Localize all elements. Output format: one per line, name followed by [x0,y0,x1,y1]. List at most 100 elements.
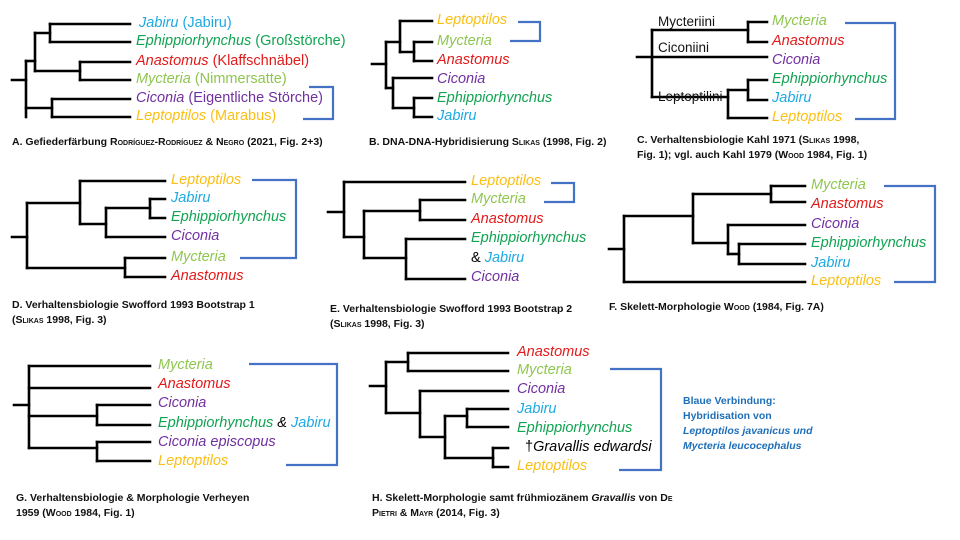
caption-c-line1: C. Verhaltensbiologie Kahl 1971 ( [637,134,803,146]
tree-a [10,22,132,119]
caption-c-author1: Slikas [802,134,831,146]
leaf-ephippiorhynchus: Ephippiorhynchus [171,208,286,226]
genus-name: Ephippiorhynchus [437,90,553,106]
leaf-ciconia: Ciconia [171,227,219,245]
leaf-mycteria: Mycteria [471,190,526,208]
caption-c-line2: Fig. 1); vgl. auch Kahl 1979 ( [637,149,779,161]
leaf-mycteria: Mycteria [811,176,866,194]
caption-a-ref: (2021, Fig. 2+3) [244,136,323,148]
caption-h-author1: De [660,492,673,504]
leaf-anastomus: Anastomus [171,267,244,285]
genus-name: Mycteria [517,362,572,378]
genus-name: Leptoptilos [772,109,843,125]
tree-h [368,351,510,469]
common-name: (Großstörche) [251,33,346,49]
genus-name: Ephippiorhynchus [158,415,274,431]
hybridization-note: Blaue Verbindung: Hybridisation von Lept… [683,394,813,454]
genus-name: Jabiru [291,415,331,431]
genus-name: Ciconia episcopus [158,434,276,450]
hybrid-connector-e [544,181,576,204]
genus-name: Leptoptilos [158,453,229,469]
genus-name: Mycteria [471,191,526,207]
hybrid-connector-f [884,184,937,284]
genus-name: Ephippiorhynchus [471,230,587,246]
caption-a: A. Gefiederfärbung Rodríguez-Rodríguez &… [12,135,323,150]
genus-name: Mycteria [772,13,827,29]
caption-c-year1: 1998, [830,134,860,146]
note-line2: Hybridisation von [683,410,772,422]
genus-name: Ciconia [471,269,520,285]
leaf-leptoptilos: Leptoptilos [471,172,541,190]
genus-name: Mycteria [437,33,492,49]
caption-b-ref: (1998, Fig. 2) [539,136,607,148]
leaf-jabiru: Jabiru [171,189,211,207]
hybrid-connector-h [610,367,663,472]
caption-g-ref: 1984, Fig. 1) [71,507,135,519]
leaf-jabiru: Jabiru [811,254,851,272]
tree-f [607,184,807,284]
caption-d: D. Verhaltensbiologie Swofford 1993 Boot… [12,298,255,328]
note-title: Blaue Verbindung: [683,395,776,407]
genus-name: Jabiru [517,401,557,417]
hybrid-connector-b [510,20,542,43]
genus-name: Ephippiorhynchus [171,209,287,225]
genus-name: Leptoptilos [437,12,508,28]
leaf-anastomus: Anastomus [772,32,845,50]
genus-name: Anastomus [158,376,231,392]
leaf-leptoptilos: Leptoptilos [772,108,842,126]
genus-name: Ciconia [437,71,486,87]
leaf-anastomus: Anastomus [811,195,884,213]
genus-name: Jabiru [171,190,211,206]
caption-f-ref: (1984, Fig. 7A) [749,301,824,313]
tree-c [635,20,769,120]
caption-h-line1: H. Skelett-Morphologie samt frühmiozänem [372,492,592,504]
leaf-leptoptilos: Leptoptilos (Marabus) [136,107,276,125]
genus-name: Leptoptilos [136,108,207,124]
caption-f-authors: Wood [723,301,750,313]
common-name: (Klaffschnäbel) [208,53,310,69]
caption-g-line1: G. Verhaltensbiologie & Morphologie Verh… [16,492,250,504]
leaf-mycteria: Mycteria [437,32,492,50]
genus-name: Leptoptilos [471,173,542,189]
hybrid-connector-c [845,21,897,121]
genus-name: Ciconia [772,52,821,68]
genus-name: Ciconia [811,216,860,232]
leaf-ciconia-episcopus: Ciconia episcopus [158,433,276,451]
leaf-anastomus: Anastomus [158,375,231,393]
genus-name: Mycteria [136,71,191,87]
caption-f: F. Skelett-Morphologie Wood (1984, Fig. … [609,300,824,315]
tree-g [12,364,152,463]
leaf-anastomus: Anastomus (Klaffschnäbel) [136,52,309,70]
caption-b: B. DNA-DNA-Hybridisierung Slikas (1998, … [369,135,606,150]
note-line4: Mycteria leucocephalus [683,440,802,452]
tree-b [370,19,434,119]
caption-h-ref: (2014, Fig. 3) [433,507,500,519]
note-line3: Leptoptilos javanicus und [683,425,813,437]
genus-name: Anastomus [811,196,884,212]
leaf-mycteria: Mycteria [158,356,213,374]
genus-name: Anastomus [471,211,544,227]
caption-e-ref: 1998, Fig. 3) [361,318,425,330]
hybrid-connector-a [303,85,335,121]
extinct-dagger: † [525,439,534,455]
tree-d [10,179,167,279]
genus-name: Ciconia [136,90,185,106]
caption-a-authors: Rodríguez-Rodríguez & Negro [110,136,245,148]
leaf-ephippiorhynchus: Ephippiorhynchus & Jabiru [158,414,331,432]
caption-d-ref: 1998, Fig. 3) [43,314,107,326]
caption-g-author: Wood [45,507,72,519]
leaf-jabiru: Jabiru [517,400,557,418]
clade-label-ciconiini: Ciconiini [658,40,710,55]
leaf-ephippiorhynchus: Ephippiorhynchus [772,70,887,88]
caption-d-author: Slikas [15,314,44,326]
caption-d-line1: D. Verhaltensbiologie Swofford 1993 Boot… [12,299,255,311]
leaf-gravallis-edwardsi: †Gravallis edwardsi [525,438,652,456]
genus-name: Ciconia [171,228,220,244]
leaf-ephippiorhynchus: Ephippiorhynchus [471,229,586,247]
genus-name: Mycteria [158,357,213,373]
ampersand: & [273,415,292,431]
genus-name: Leptoptilos [171,172,242,188]
caption-a-text: A. Gefiederfärbung [12,136,111,148]
genus-name: Jabiru [139,15,179,31]
